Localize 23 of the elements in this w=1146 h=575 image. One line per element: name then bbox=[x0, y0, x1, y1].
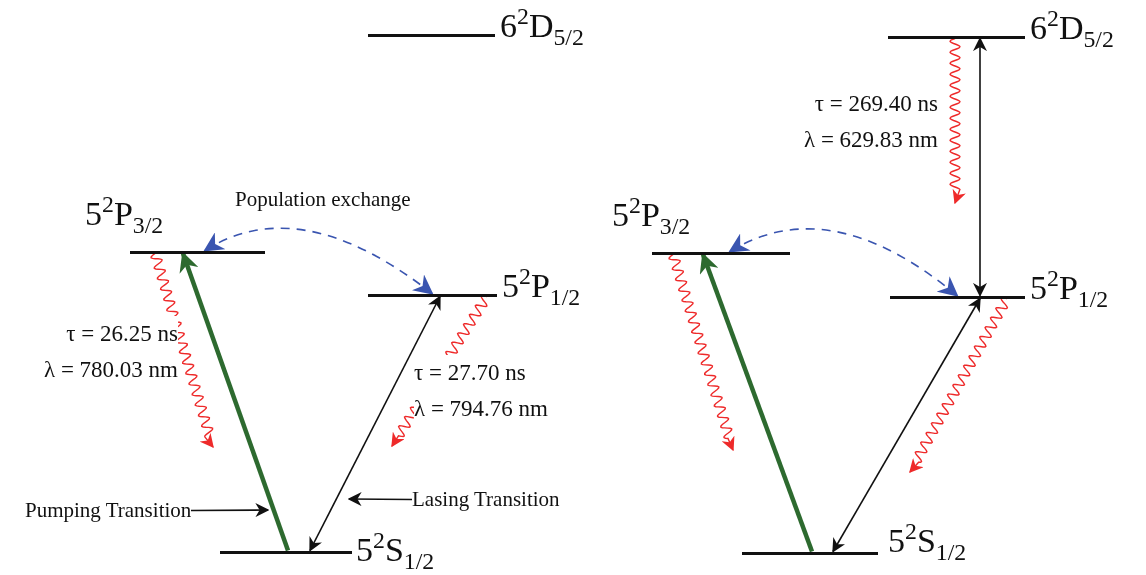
wavy-arrow bbox=[909, 297, 1009, 474]
energy-level-label: 5$^{2}$P$_{1/2}$ bbox=[502, 268, 581, 304]
arrow bbox=[179, 251, 291, 552]
annotation-text: Lasing Transition bbox=[412, 487, 560, 513]
wavy-arrow bbox=[949, 37, 966, 205]
energy-level-label: 5$^{2}$P$_{3/2}$ bbox=[85, 196, 164, 232]
dashed-arrow bbox=[203, 227, 434, 295]
pointer-arrow bbox=[190, 503, 270, 518]
energy-level-label: 6$^{2}$D$_{5/2}$ bbox=[1030, 10, 1114, 46]
annotation-text: Pumping Transition bbox=[25, 498, 192, 524]
arrow bbox=[699, 252, 815, 553]
arrow bbox=[309, 295, 441, 552]
pointer-arrow bbox=[347, 492, 413, 507]
wavy-arrow bbox=[668, 253, 735, 452]
energy-level-label: 5$^{2}$P$_{3/2}$ bbox=[612, 197, 691, 233]
energy-level-label: 5$^{2}$P$_{1/2}$ bbox=[1030, 270, 1109, 306]
energy-level-label: 5$^{2}$S$_{1/2}$ bbox=[356, 532, 435, 568]
energy-level-label: 5$^{2}$S$_{1/2}$ bbox=[888, 523, 967, 559]
wavy-arrow bbox=[150, 252, 214, 449]
energy-level-label: 6$^{2}$D$_{5/2}$ bbox=[500, 8, 584, 44]
arrow bbox=[973, 37, 987, 297]
arrow bbox=[832, 297, 981, 553]
dashed-arrow bbox=[728, 228, 959, 297]
